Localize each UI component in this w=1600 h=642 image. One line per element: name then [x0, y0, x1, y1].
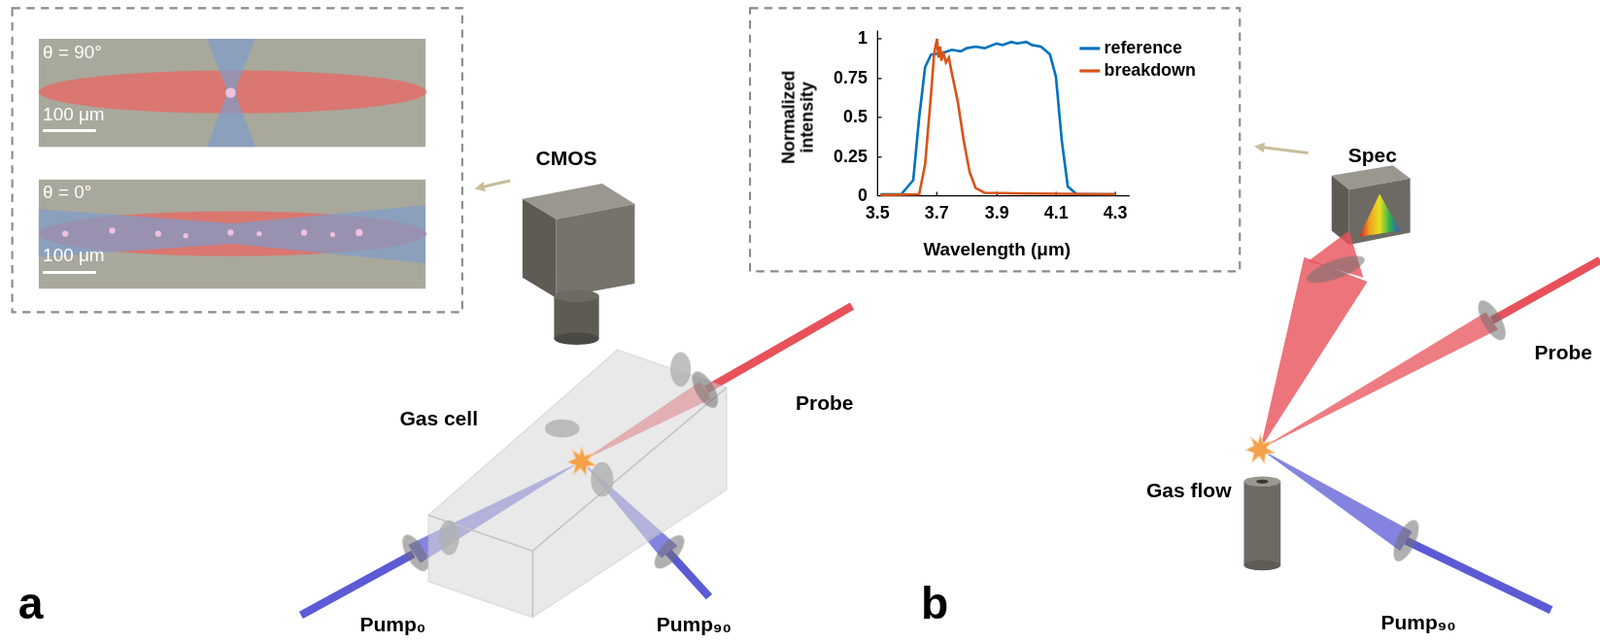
- tick-label: 0.25: [833, 147, 868, 168]
- spectrum-chart: [877, 31, 1129, 197]
- view-arrow: [1259, 146, 1308, 153]
- view-arrow: [479, 180, 511, 188]
- beams-b: [1259, 230, 1600, 611]
- part-label: Spec: [1348, 143, 1397, 167]
- tick-label: 3.7: [924, 204, 950, 224]
- beam-label: Pump₉₀: [656, 612, 732, 636]
- tick-label: 0: [857, 186, 868, 206]
- legend-swatch: [1079, 46, 1100, 50]
- tick-label: 0.5: [843, 107, 868, 128]
- tick-label: 3.9: [985, 204, 1010, 224]
- axis-title: Wavelength (μm): [922, 239, 1071, 261]
- lens: [397, 367, 724, 576]
- plasma-star: [567, 446, 596, 476]
- cmos-camera: [522, 183, 636, 345]
- plasma-star: [1246, 434, 1275, 463]
- axis-title: Normalized intensity: [780, 61, 817, 174]
- inset-frame: [12, 7, 463, 312]
- panel-letter: b: [920, 578, 949, 629]
- legend-swatch: [1079, 68, 1100, 72]
- tick-label: 4.1: [1044, 204, 1069, 224]
- camera-image: [38, 38, 427, 147]
- gas-nozzle: [1243, 476, 1281, 572]
- part-label: Gas cell: [399, 407, 478, 430]
- tick-label: 3.5: [865, 204, 890, 224]
- legend-entry: reference: [1079, 38, 1183, 59]
- gas-cell: [428, 349, 727, 617]
- tick-label: 1: [857, 29, 868, 49]
- inset-frame: [749, 7, 1240, 272]
- scale-bar-label: 100 μm: [42, 245, 104, 267]
- legend-text: reference: [1104, 38, 1183, 59]
- tick-label: 4.3: [1103, 204, 1128, 224]
- beam-label: Pump₉₀: [1380, 611, 1456, 634]
- part-label: CMOS: [535, 146, 597, 170]
- beam-label: Pump₀: [359, 612, 426, 636]
- scale-bar-label: 100 μm: [42, 104, 104, 126]
- tick-label: 0.75: [833, 68, 868, 89]
- spectrometer: [1331, 165, 1411, 245]
- lens: [1303, 250, 1511, 566]
- panel-letter: a: [18, 578, 44, 629]
- camera-image: [38, 179, 427, 289]
- beam-label: Probe: [1533, 340, 1593, 364]
- part-label: Gas flow: [1146, 478, 1232, 502]
- legend-text: breakdown: [1104, 61, 1196, 81]
- image-label: θ = 90°: [42, 42, 103, 64]
- image-label: θ = 0°: [42, 182, 92, 204]
- beam-label: Probe: [795, 391, 854, 414]
- legend-entry: breakdown: [1079, 61, 1195, 81]
